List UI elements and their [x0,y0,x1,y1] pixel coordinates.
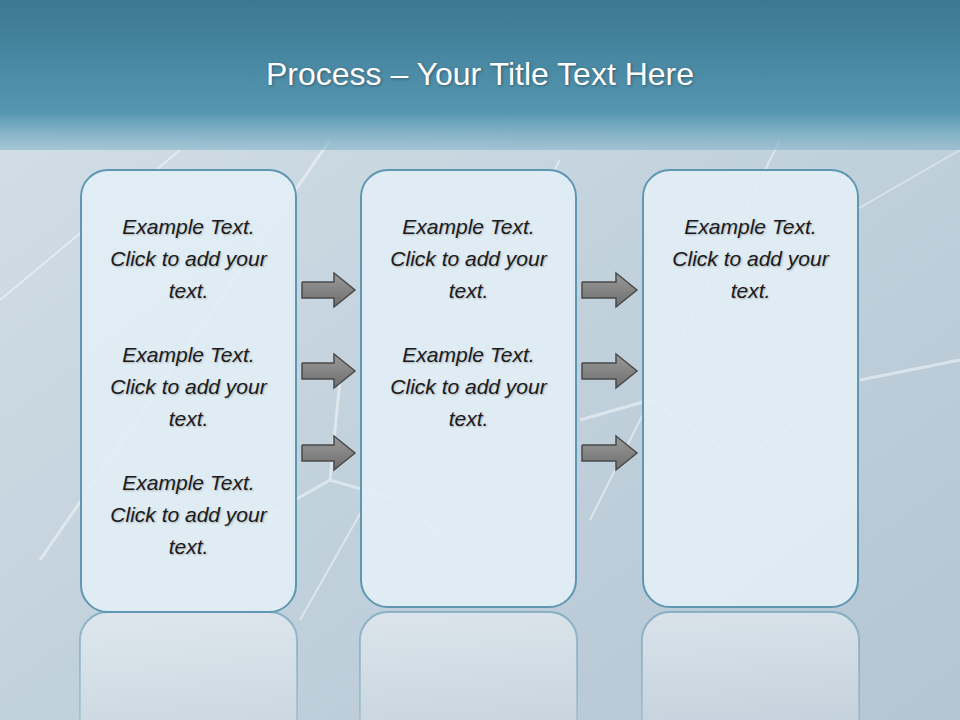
process-arrow [582,273,637,307]
process-box: Example Text. Click to add your text. [642,169,859,608]
box-text: Example Text. Click to add your text. [671,211,831,307]
process-arrow [582,354,637,388]
box-text: Example Text. Click to add your text. [389,211,549,307]
process-box: Example Text. Click to add your text. Exa… [80,169,297,613]
title-band [0,0,960,150]
box-text: Example Text. Click to add your text. [389,339,549,435]
process-arrow [302,436,355,470]
process-arrow [302,273,355,307]
process-box: Example Text. Click to add your text. Exa… [360,169,577,608]
box-reflections [80,612,859,720]
box-text: Example Text. Click to add your text. [109,339,269,435]
process-arrow [582,436,637,470]
box-text: Example Text. Click to add your text. [109,211,269,307]
box-text: Example Text. Click to add your text. [109,467,269,563]
process-arrow [302,354,355,388]
slide-title: Process – Your Title Text Here [0,50,960,98]
light-streaks [0,140,960,620]
